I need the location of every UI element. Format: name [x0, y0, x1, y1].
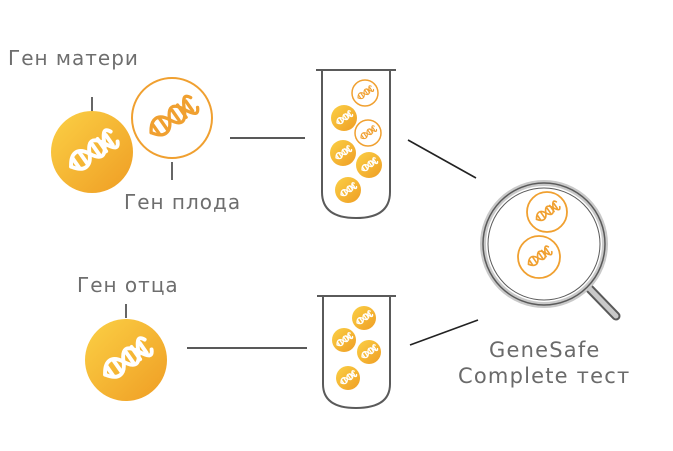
test-tube-icon	[317, 295, 396, 409]
test-name-line2: Complete тест	[458, 364, 631, 388]
mother-gene-circle	[51, 111, 133, 193]
tube2-cell	[332, 328, 356, 352]
father-gene-circle	[85, 319, 167, 401]
mother-gene-group	[51, 97, 133, 193]
tube1-cell	[331, 105, 357, 131]
fetal-gene-label: Ген плода	[124, 190, 242, 214]
fetal-gene-circle	[131, 77, 213, 159]
tube1-cell	[354, 119, 382, 147]
tube1-cell	[330, 140, 356, 166]
magnifier-cell	[517, 235, 561, 279]
fetal-gene-group	[131, 77, 213, 180]
magnifier-icon	[480, 180, 621, 321]
test-name-line1: GeneSafe	[489, 338, 601, 362]
tube1-cell	[356, 152, 382, 178]
father-gene-group	[85, 304, 167, 401]
mother-gene-label: Ген матери	[8, 46, 139, 70]
tube2-cell	[336, 366, 360, 390]
tube2-cell	[352, 306, 376, 330]
tube1-cell	[335, 177, 361, 203]
tube1-cell	[351, 79, 379, 107]
connector-tube1-magnifier	[407, 139, 477, 179]
connector-tube2-magnifier	[409, 319, 479, 346]
father-gene-label: Ген отца	[77, 273, 179, 297]
tube2-cell	[357, 340, 381, 364]
test-tube-icon	[316, 69, 396, 219]
magnifier-cell	[526, 191, 568, 233]
